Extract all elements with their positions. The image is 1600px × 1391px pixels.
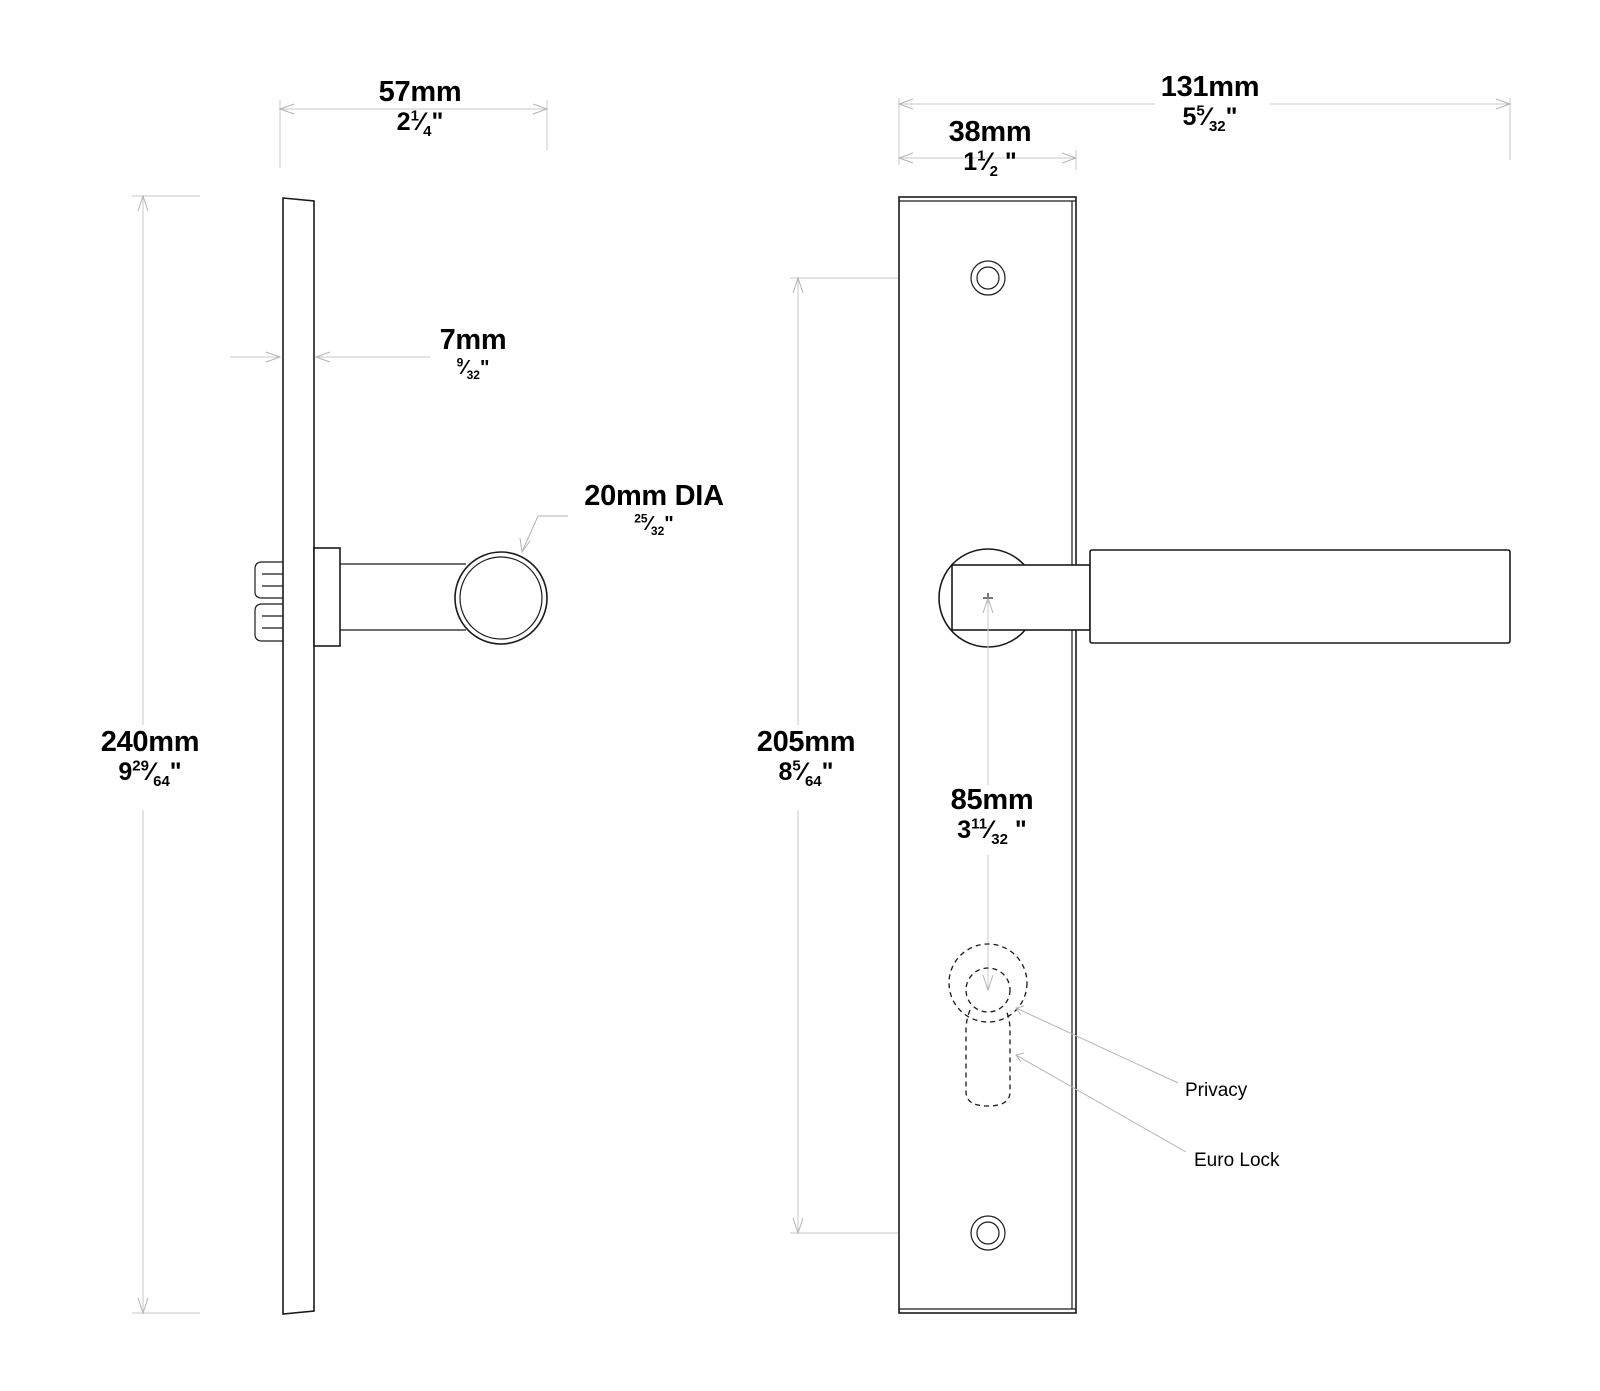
- dim-diameter-leader: [519, 515, 568, 554]
- dim-plate-width-lines: [897, 150, 1078, 170]
- fixing-centres-label: 205mm 85⁄64": [756, 726, 856, 790]
- plate-width-mm: 38mm: [948, 116, 1032, 148]
- lock-centres-inch: 311⁄32 ": [957, 815, 1027, 848]
- mounting-studs: [254, 561, 283, 642]
- plate-height-inch: 929⁄64": [118, 757, 182, 790]
- fixing-hole-top: [970, 260, 1006, 296]
- euro-lock-outline: [965, 1009, 1011, 1107]
- plate-height-mm: 240mm: [100, 726, 200, 758]
- privacy-note: Privacy: [1185, 1080, 1248, 1101]
- euro-lock-note: Euro Lock: [1194, 1150, 1280, 1171]
- euro-lock-leader: [1015, 1052, 1187, 1153]
- plate-width-inch: 11⁄2 ": [963, 147, 1017, 180]
- plate-thickness-inch: 9⁄32": [456, 355, 490, 382]
- projection-mm: 57mm: [378, 76, 462, 108]
- plate-height-label: 240mm 929⁄64": [100, 726, 200, 790]
- projection-inch: 21⁄4": [396, 107, 444, 140]
- front-view: [790, 98, 1512, 1314]
- plate-width-label: 38mm 11⁄2 ": [948, 116, 1032, 180]
- dim-plate-thickness-lines: [230, 351, 430, 363]
- lever-diameter-mm: 20mm DIA: [584, 480, 724, 512]
- lock-centres-label: 85mm 311⁄32 ": [950, 784, 1034, 848]
- projection-dimension-label: 57mm 21⁄4": [378, 76, 462, 140]
- overall-width-inch: 55⁄32": [1182, 102, 1238, 135]
- lever-diameter-inch: 25⁄32": [634, 511, 674, 538]
- rose-side: [313, 547, 341, 647]
- lever-arm: [1089, 549, 1511, 644]
- lever-neck: [951, 564, 1091, 631]
- overall-width-mm: 131mm: [1160, 71, 1260, 103]
- backplate-side-profile: [282, 197, 315, 1315]
- side-view: [132, 100, 568, 1315]
- plate-thickness-label: 7mm 9⁄32": [439, 324, 507, 382]
- fixing-centres-mm: 205mm: [756, 726, 856, 758]
- lock-centres-mm: 85mm: [950, 784, 1034, 816]
- fixing-hole-bottom: [970, 1215, 1006, 1251]
- plate-thickness-mm: 7mm: [439, 324, 507, 356]
- overall-width-label: 131mm 55⁄32": [1160, 71, 1260, 135]
- lever-diameter-label: 20mm DIA 25⁄32": [584, 480, 724, 538]
- dim-overall-width-lines: [897, 98, 1512, 165]
- lever-end-inner-circle: [459, 556, 543, 640]
- dim-plate-height-lines: [132, 194, 200, 1315]
- lever-shank-side: [340, 563, 466, 631]
- fixing-centres-inch: 85⁄64": [778, 757, 834, 790]
- privacy-turn-outline: [948, 943, 1028, 1023]
- privacy-leader: [1015, 1005, 1179, 1084]
- dim-projection-lines: [278, 100, 549, 168]
- lever-end-circle: [454, 551, 548, 645]
